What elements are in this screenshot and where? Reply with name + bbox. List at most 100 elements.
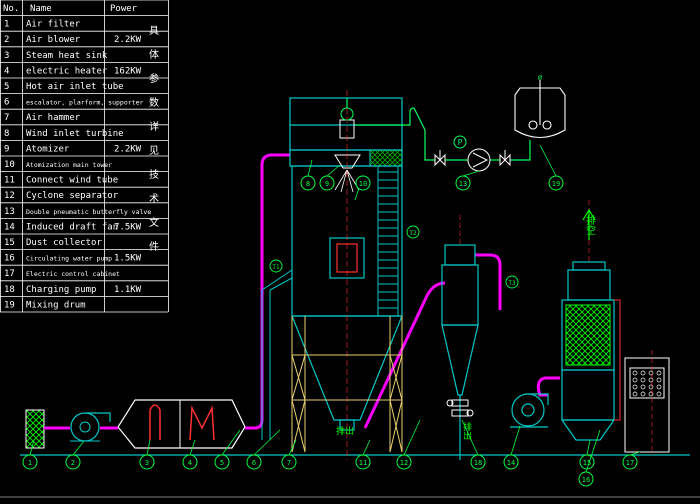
- callout-number: 12: [400, 459, 408, 467]
- callout-leader: [403, 419, 421, 456]
- dust-collector-filter: [565, 304, 611, 366]
- table-cell-name: electric heater: [26, 66, 108, 76]
- atomizer: [334, 90, 361, 460]
- callout-bubble: [65, 454, 81, 470]
- pipe-tag-label: T3: [508, 280, 516, 287]
- callout-leader: [462, 170, 480, 177]
- callout-leader: [146, 439, 151, 456]
- table-cell-power: 162KW: [114, 66, 142, 76]
- table-cell-no: 13: [4, 207, 15, 217]
- callout-number: 11: [359, 459, 367, 467]
- atomization-main-tower: [289, 97, 403, 431]
- side-note-char: 参: [149, 72, 159, 85]
- callout-bubble: [622, 454, 638, 470]
- discharge-label-cyclone: 排出: [461, 421, 472, 441]
- table-cell-no: 6: [4, 98, 9, 108]
- callout-bubble: [578, 471, 594, 487]
- callout-leader: [72, 440, 85, 456]
- pipe-tag-circle: [505, 275, 519, 289]
- table-cell-power: 2.2KW: [114, 144, 142, 154]
- pipe-tag-label: T2: [409, 230, 417, 237]
- table-header-2: Power: [110, 4, 138, 14]
- callout-bubble: [214, 454, 230, 470]
- callout-number: 5: [220, 459, 224, 467]
- pump-label: P: [458, 138, 463, 147]
- butterfly-valves: [446, 399, 474, 417]
- callout-leader: [253, 429, 281, 456]
- air-filter: [25, 409, 45, 449]
- table-cell-power: 7.5KW: [114, 222, 142, 232]
- callout-leader: [629, 451, 641, 456]
- tower-support-frame: [291, 316, 403, 453]
- callout-bubble: [319, 175, 335, 191]
- callout-leader: [510, 425, 521, 456]
- side-note-char: 术: [149, 193, 159, 205]
- table-cell-power: 1.1KW: [114, 285, 142, 295]
- hot-air-inlet-tube: [261, 269, 293, 440]
- callout-leader: [585, 429, 601, 473]
- callout-bubble: [455, 175, 471, 191]
- wind-inlet-mesh: [369, 149, 403, 167]
- table-cell-no: 15: [4, 238, 15, 248]
- table-cell-power: 2.2KW: [114, 35, 142, 45]
- callout-bubble: [396, 454, 412, 470]
- table-cell-name: Steam heat sink: [26, 51, 108, 61]
- callout-leader: [326, 164, 341, 177]
- callout-number: 16: [582, 476, 590, 484]
- callout-number: 8: [306, 180, 310, 188]
- callout-leader: [307, 159, 313, 177]
- callout-number: 19: [552, 180, 560, 188]
- side-note-char: 数: [149, 96, 159, 109]
- callout-number: 18: [474, 459, 482, 467]
- table-cell-no: 7: [4, 113, 9, 123]
- table-cell-name: Circulating water pump: [26, 255, 112, 263]
- table-cell-name: Charging pump: [26, 285, 96, 295]
- table-cell-no: 5: [4, 82, 9, 92]
- escalator: [377, 166, 399, 316]
- pipe-tag-circle: [406, 225, 420, 239]
- callout-leader: [189, 439, 196, 456]
- table-cell-no: 11: [4, 176, 15, 186]
- callout-number: 7: [287, 459, 291, 467]
- callout-bubble: [246, 454, 262, 470]
- callout-leader: [362, 439, 371, 456]
- callout-number: 14: [507, 459, 515, 467]
- table-cell-no: 10: [4, 160, 15, 170]
- pipe-tag-label: T1: [272, 264, 280, 271]
- electric-control-cabinet: [624, 350, 670, 455]
- callout-leader: [29, 439, 35, 456]
- callout-bubble: [503, 454, 519, 470]
- drum-label: ∅: [538, 73, 543, 82]
- table-cell-no: 3: [4, 51, 9, 61]
- table-cell-no: 19: [4, 300, 15, 310]
- side-note-char: 详: [149, 120, 159, 133]
- callout-number: 3: [145, 459, 149, 467]
- valve-2: [499, 150, 511, 167]
- callout-number: 9: [325, 180, 329, 188]
- callout-bubble: [300, 175, 316, 191]
- callout-leader: [586, 439, 591, 456]
- exhaust-label: 排空: [584, 214, 596, 235]
- table-cell-name: Wind inlet turbine: [26, 129, 124, 139]
- callout-leader: [461, 419, 479, 456]
- mixing-drum: [514, 80, 566, 139]
- table-header-0: No.: [3, 4, 19, 14]
- callout-bubble: [548, 175, 564, 191]
- table-cell-no: 17: [4, 269, 15, 279]
- table-cell-name: Dust collector: [26, 238, 102, 248]
- table-cell-no: 14: [4, 222, 15, 232]
- table-cell-no: 1: [4, 20, 9, 30]
- table-cell-name: Air filter: [26, 20, 81, 30]
- callout-bubble: [470, 454, 486, 470]
- table-cell-name: Double pneumatic butterfly valve: [26, 208, 151, 216]
- table-cell-name: Air blower: [26, 35, 81, 45]
- callout-number: 13: [459, 180, 467, 188]
- side-note-char: 见: [149, 145, 159, 157]
- air-blower: [70, 412, 111, 442]
- side-note-char: 体: [149, 49, 159, 61]
- water-lines: [614, 299, 621, 421]
- table-cell-name: Mixing drum: [26, 300, 86, 310]
